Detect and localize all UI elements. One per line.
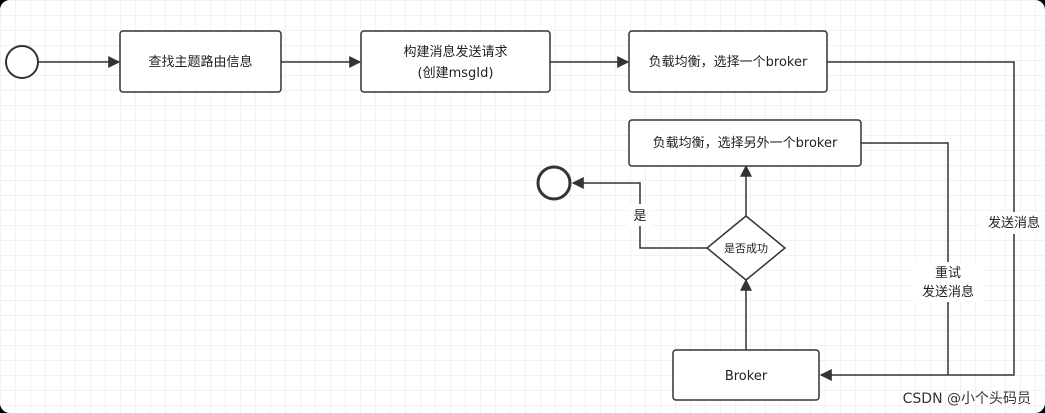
node-load-balance[interactable]: 负载均衡，选择一个broker bbox=[628, 30, 828, 93]
edge-label-yes: 是 bbox=[633, 209, 646, 224]
node-load-balance-other-label: 负载均衡，选择另外一个broker bbox=[653, 136, 838, 151]
node-find-route-label: 查找主题路由信息 bbox=[148, 54, 252, 70]
start-node[interactable] bbox=[5, 45, 39, 79]
node-broker[interactable]: Broker bbox=[672, 349, 820, 401]
node-decision-label: 是否成功 bbox=[724, 242, 768, 255]
end-node[interactable] bbox=[536, 165, 572, 201]
edge-label-retry-line1: 重试 bbox=[935, 265, 961, 281]
node-load-balance-label: 负载均衡，选择一个broker bbox=[649, 55, 808, 70]
node-broker-label: Broker bbox=[725, 369, 768, 384]
node-build-request[interactable]: 构建消息发送请求 (创建msgId) bbox=[360, 30, 551, 93]
node-build-request-label-line2: (创建msgId) bbox=[418, 66, 494, 81]
node-build-request-label-line1: 构建消息发送请求 bbox=[403, 44, 507, 60]
edge-label-send: 发送消息 bbox=[988, 215, 1040, 231]
node-find-route[interactable]: 查找主题路由信息 bbox=[119, 30, 282, 93]
node-load-balance-other[interactable]: 负载均衡，选择另外一个broker bbox=[628, 119, 862, 167]
csdn-watermark: CSDN @小个头码员 bbox=[902, 391, 1031, 407]
edge-label-retry-line2: 发送消息 bbox=[922, 284, 974, 300]
node-decision[interactable]: 是否成功 bbox=[705, 215, 787, 281]
